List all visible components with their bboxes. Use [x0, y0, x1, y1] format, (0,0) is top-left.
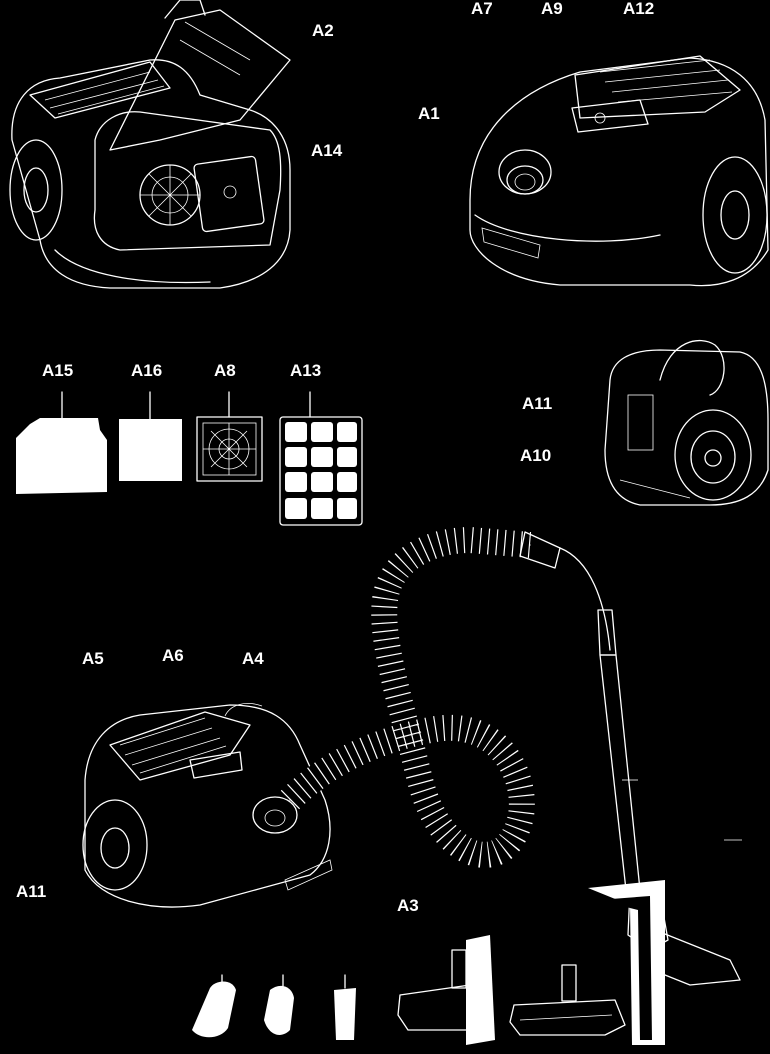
label-a8: A8: [214, 361, 236, 380]
nozzle-panel: [588, 880, 665, 1045]
label-a5: A5: [82, 649, 104, 668]
label-a7: A7: [471, 0, 493, 18]
label-a11-top: A11: [522, 394, 553, 413]
label-a14: A14: [311, 141, 343, 160]
turbo-nozzle-icon: [397, 935, 495, 1045]
upholstery-nozzle-icon: [334, 974, 356, 1040]
tube-and-nozzle-illustration: [597, 609, 742, 986]
label-a6: A6: [162, 646, 184, 665]
hose-illustration: [280, 526, 611, 868]
label-a16: A16: [131, 361, 163, 380]
brush-nozzle-icon: [264, 974, 294, 1035]
label-a4: A4: [242, 649, 264, 668]
floor-nozzle-icon: [509, 964, 626, 1036]
closed-vacuum-illustration: [469, 55, 769, 287]
label-a11-bottom: A11: [16, 882, 47, 901]
crevice-nozzle-icon: [192, 974, 236, 1038]
open-vacuum-illustration: [9, 0, 291, 289]
label-a3: A3: [397, 896, 419, 915]
filter-a13-shape: [279, 391, 363, 526]
label-a1: A1: [418, 104, 440, 123]
assembled-vacuum-illustration: [82, 703, 333, 908]
label-a15: A15: [42, 361, 74, 380]
filter-a15-shape: [16, 391, 107, 494]
label-a9: A9: [541, 0, 563, 18]
filter-a16-shape: [119, 391, 182, 481]
label-a13: A13: [290, 361, 322, 380]
label-a2: A2: [312, 21, 334, 40]
filter-a8-shape: [196, 391, 263, 482]
rear-view-illustration: [604, 339, 769, 506]
label-a10: A10: [520, 446, 552, 465]
label-a12: A12: [623, 0, 655, 18]
